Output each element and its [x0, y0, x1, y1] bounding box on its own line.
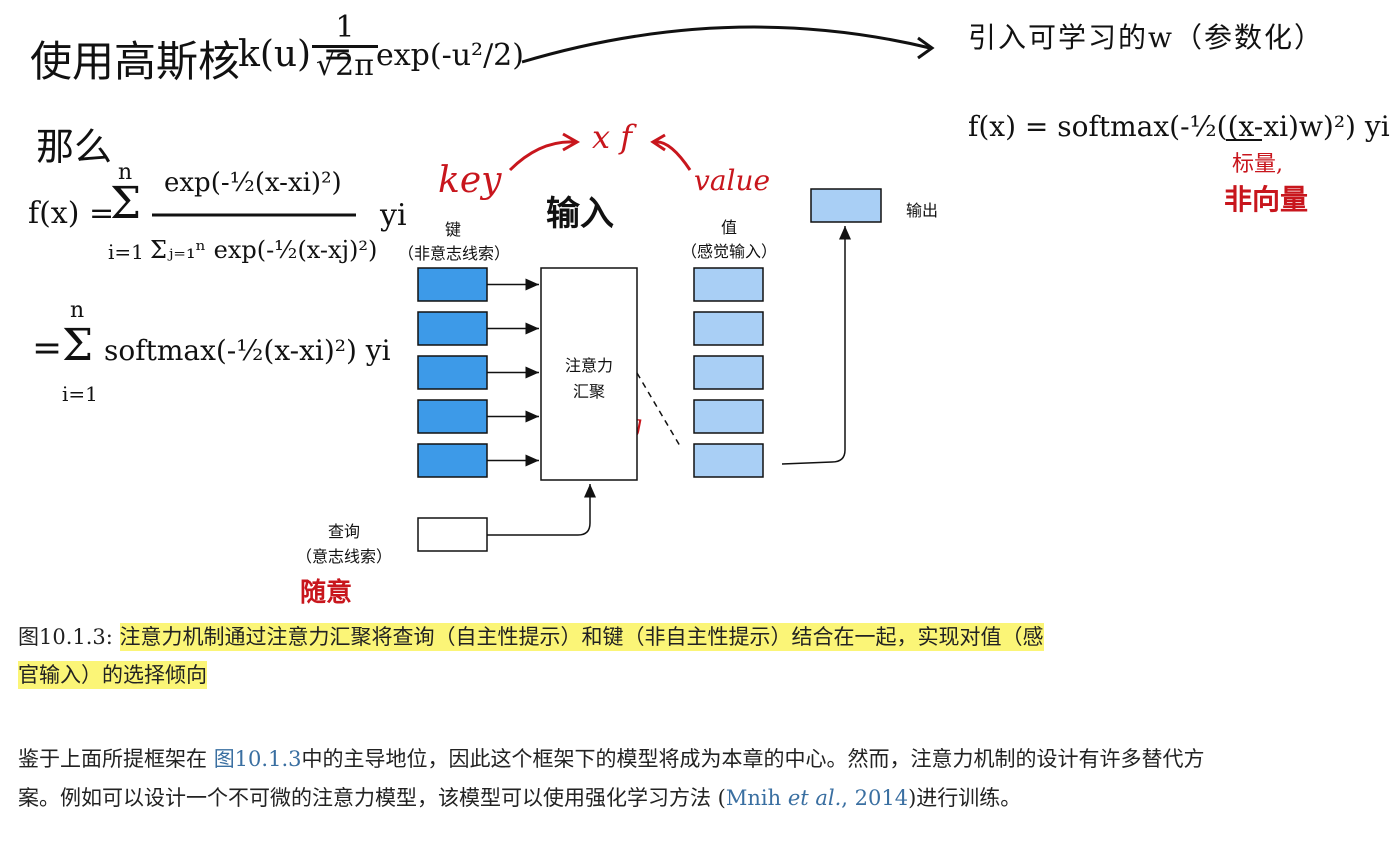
note-kernel-frac-den: √2π — [316, 48, 374, 83]
values-label-1: 值 — [720, 218, 737, 237]
note-kernel-prefix: 使用高斯核 — [30, 37, 241, 86]
note-kernel-frac-num: 1 — [312, 10, 378, 48]
key-box — [417, 443, 488, 478]
value-box — [693, 399, 764, 434]
value-to-xf-arrowhead — [650, 133, 666, 152]
key-box — [417, 399, 488, 434]
query-box — [417, 517, 488, 552]
citation-link[interactable]: Mnih et al., 2014 — [726, 786, 908, 810]
citation-sep: , — [841, 786, 855, 810]
value-box — [693, 355, 764, 390]
note-xf: x f — [592, 118, 633, 156]
key-box — [417, 267, 488, 302]
para-text-2: 中的主导地位，因此这个框架下的模型将成为本章的中心。然而，注意力机制的设计有许多… — [18, 747, 1205, 810]
key-boxes — [417, 267, 488, 478]
note-kernel-rhs: exp(-u²/2) — [376, 38, 524, 73]
para-text-3: )进行训练。 — [908, 786, 1022, 810]
value-box — [693, 267, 764, 302]
note-value: value — [694, 164, 771, 197]
note-sum-bottom-2: i=1 — [62, 382, 98, 406]
citation-author: Mnih — [725, 786, 788, 810]
values-to-output-arrow — [781, 226, 851, 465]
note-input: 输入 — [546, 194, 614, 234]
caption-line-1: 注意力机制通过注意力汇聚将查询（自主性提示）和键（非自主性提示）结合在一起，实现… — [119, 623, 1044, 651]
note-then: 那么 — [36, 125, 113, 169]
value-to-xf-arrow — [654, 140, 692, 171]
key-to-xf-arrowhead — [562, 132, 581, 152]
value-box — [693, 311, 764, 346]
output-box — [810, 188, 882, 223]
note-kernel-lhs: k(u) = — [238, 34, 353, 75]
note-kernel-fraction: 1 √2π — [312, 10, 378, 83]
key-box — [417, 355, 488, 390]
note-learnable: 引入可学习的w（参数化） — [968, 21, 1324, 54]
note-sum-bottom-1: i=1 — [108, 240, 144, 264]
note-sum-top-1: n — [118, 160, 133, 185]
figure-link[interactable]: 图10.1.3 — [213, 747, 302, 771]
query-label-1: 查询 — [327, 522, 360, 541]
body-paragraph: 鉴于上面所提框架在 图10.1.3中的主导地位，因此这个框架下的模型将成为本章的… — [18, 740, 1228, 818]
note-fx-denominator: Σⱼ₌₁ⁿ exp(-½(x-xj)²) — [150, 236, 378, 264]
pooling-label-1: 注意力 — [564, 356, 613, 375]
note-fx-numerator: exp(-½(x-xi)²) — [164, 168, 342, 198]
note-fx-lhs: f(x) = — [28, 196, 115, 231]
note-scalar-2: 非向量 — [1224, 183, 1309, 216]
curved-arrow-to-learnable — [521, 25, 931, 64]
note-scalar-1: 标量, — [1232, 152, 1283, 177]
key-to-xf-arrow — [508, 140, 576, 172]
caption-line-2: 官输入）的选择倾向 — [18, 661, 207, 689]
query-to-pooling-arrow — [487, 484, 596, 536]
note-sum-sigma-1: Σ — [110, 178, 142, 229]
caption-prefix: 图10.1.3: — [18, 625, 120, 649]
value-boxes — [693, 267, 764, 478]
key-arrows — [487, 278, 539, 467]
figure-caption: 图10.1.3: 注意力机制通过注意力汇聚将查询（自主性提示）和键（非自主性提示… — [18, 618, 1228, 694]
curved-arrow-head — [917, 36, 935, 60]
pooling-label-2: 汇聚 — [572, 382, 605, 401]
annotation-layer — [152, 25, 1262, 217]
citation-etal: et al. — [787, 786, 842, 810]
para-text-1: 鉴于上面所提框架在 — [18, 747, 214, 771]
note-key: key — [438, 160, 502, 201]
query-label-2: （意志线索） — [295, 547, 392, 566]
note-fx-yi: yi — [380, 198, 407, 233]
note-softmax-expr: softmax(-½(x-xi)²) yi — [104, 334, 391, 367]
pooling-to-values-dashed-line — [636, 372, 681, 447]
value-box — [693, 443, 764, 478]
key-box — [417, 311, 488, 346]
note-sum-top-2: n — [70, 298, 85, 323]
note-learnable-formula: f(x) = softmax(-½((x-xi)w)²) yi — [968, 110, 1390, 143]
keys-label-2: （非意志线索） — [397, 244, 510, 263]
attention-diagram — [417, 188, 882, 552]
citation-year: 2014 — [854, 786, 909, 810]
note-eq-sign: = — [32, 328, 63, 369]
output-label: 输出 — [906, 201, 939, 220]
note-query: 随意 — [300, 578, 353, 608]
values-label-2: （感觉输入） — [680, 242, 777, 261]
note-sum-sigma-2: Σ — [62, 320, 94, 371]
keys-label-1: 键 — [444, 220, 461, 239]
